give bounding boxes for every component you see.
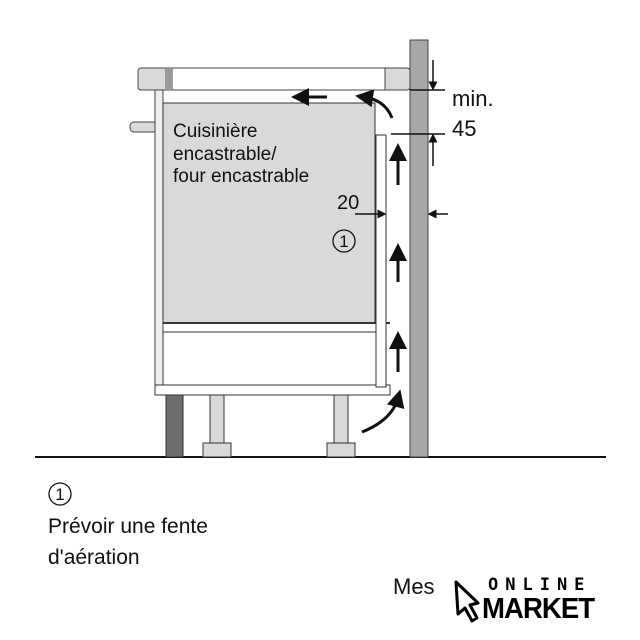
cooktop-edge bbox=[165, 68, 172, 90]
cabinet-back-panel bbox=[375, 134, 387, 388]
wall bbox=[409, 39, 429, 458]
foot-right bbox=[326, 442, 356, 458]
callout-number: 1 bbox=[339, 232, 348, 251]
cabinet-side-panel bbox=[154, 89, 164, 396]
logo-line1: ONLINE bbox=[488, 575, 592, 595]
callout-circle bbox=[332, 229, 356, 253]
leg-left bbox=[209, 394, 225, 444]
oven-handle bbox=[129, 121, 158, 133]
logo-line2: MARKET bbox=[482, 593, 595, 625]
drawer bbox=[162, 331, 379, 386]
oven-body bbox=[162, 102, 376, 324]
online-market-logo: ONLINE MARKET bbox=[452, 573, 607, 628]
leg-right bbox=[333, 394, 349, 444]
legend-circle bbox=[48, 482, 72, 506]
cursor-icon bbox=[454, 580, 480, 623]
dimension-45-value: 45 bbox=[452, 116, 476, 141]
dimension-20-value: 20 bbox=[337, 192, 359, 214]
footer-text-partial: Mes bbox=[393, 574, 435, 599]
dimension-lines bbox=[355, 60, 448, 219]
legend-number: 1 bbox=[55, 485, 64, 504]
cooktop-glass bbox=[171, 67, 386, 91]
plinth bbox=[165, 394, 184, 458]
appliance-label: Cuisinière encastrable/ four encastrable bbox=[173, 121, 309, 187]
bottom-rail bbox=[154, 384, 391, 396]
dimension-min-label: min. bbox=[452, 86, 494, 111]
foot-left bbox=[202, 442, 232, 458]
legend-text: Prévoir une fente d'aération bbox=[48, 515, 214, 569]
airflow-arrows bbox=[291, 88, 407, 434]
